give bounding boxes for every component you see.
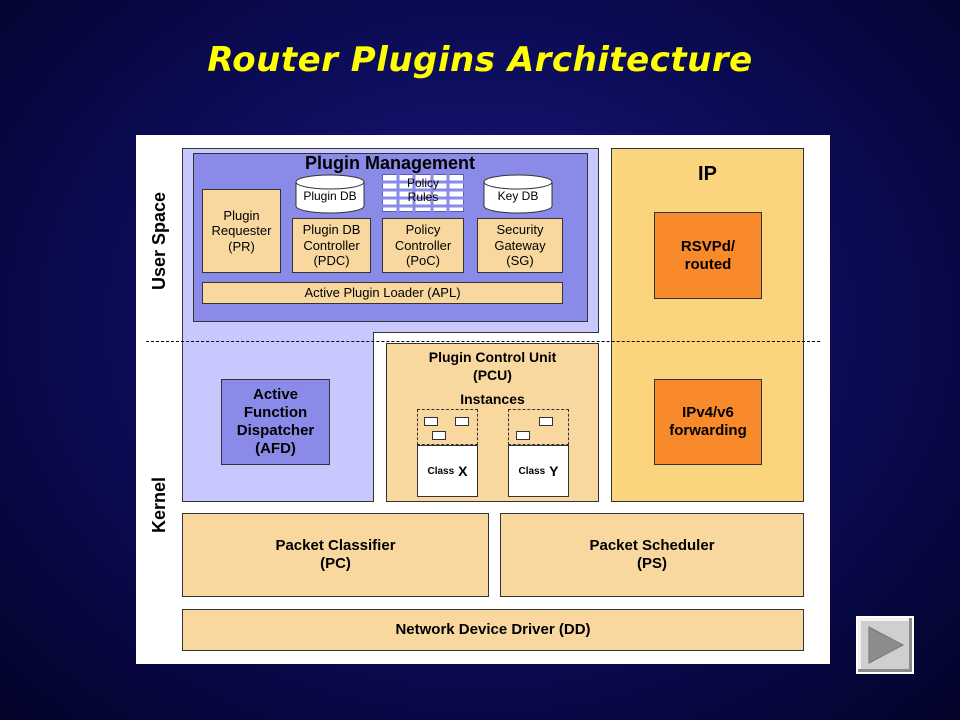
device-driver-label: Network Device Driver (DD) xyxy=(395,621,591,638)
plugin-db-cylinder: Plugin DB xyxy=(295,174,365,214)
packet-scheduler-label: Packet Scheduler (PS) xyxy=(589,537,715,572)
security-gateway-box: Security Gateway (SG) xyxy=(477,218,563,273)
instance-rect xyxy=(432,431,446,440)
slide-title: Router Plugins Architecture xyxy=(207,40,753,80)
class-y-instance-area xyxy=(508,409,569,445)
instance-rect xyxy=(539,417,553,426)
database-icon xyxy=(295,174,365,214)
class-x-letter: X xyxy=(458,463,468,479)
security-gateway-label: Security Gateway (SG) xyxy=(494,222,546,269)
class-y-prefix: Class xyxy=(518,465,546,477)
forwarding-box: IPv4/v6 forwarding xyxy=(654,379,762,465)
table-icon xyxy=(382,174,464,212)
key-db-cylinder: Key DB xyxy=(483,174,553,214)
user-space-label: User Space xyxy=(149,191,169,291)
packet-scheduler-box: Packet Scheduler (PS) xyxy=(500,513,804,597)
class-x-prefix: Class xyxy=(427,465,455,477)
pcu-title: Plugin Control Unit (PCU) xyxy=(428,349,557,384)
plugin-db-controller-label: Plugin DB Controller (PDC) xyxy=(302,222,361,269)
plugin-db-controller-box: Plugin DB Controller (PDC) xyxy=(292,218,371,273)
packet-classifier-box: Packet Classifier (PC) xyxy=(182,513,489,597)
class-y-box: Class Y xyxy=(508,445,569,497)
apl-label: Active Plugin Loader (APL) xyxy=(304,285,461,301)
plugin-management-title: Plugin Management xyxy=(304,153,475,173)
next-slide-button[interactable] xyxy=(856,616,914,674)
afd-label: Active Function Dispatcher (AFD) xyxy=(236,386,315,457)
afd-region-cover xyxy=(183,320,373,350)
rsvpd-label: RSVPd/ routed xyxy=(680,237,736,273)
device-driver-box: Network Device Driver (DD) xyxy=(182,609,804,651)
forwarding-label: IPv4/v6 forwarding xyxy=(669,404,747,439)
instance-rect xyxy=(455,417,469,426)
policy-rules-label: Policy Rules xyxy=(406,176,439,204)
user-kernel-divider xyxy=(146,341,820,342)
packet-classifier-label: Packet Classifier (PC) xyxy=(275,537,396,572)
policy-rules-grid: Policy Rules xyxy=(382,174,464,212)
class-x-instance-area xyxy=(417,409,478,445)
ip-title: IP xyxy=(698,163,717,185)
afd-box: Active Function Dispatcher (AFD) xyxy=(221,379,330,465)
key-db-label: Key DB xyxy=(497,189,539,203)
policy-controller-box: Policy Controller (PoC) xyxy=(382,218,464,273)
rsvpd-box: RSVPd/ routed xyxy=(654,212,762,299)
plugin-requester-label: Plugin Requester (PR) xyxy=(211,207,272,254)
database-icon xyxy=(483,174,553,214)
plugin-requester-box: Plugin Requester (PR) xyxy=(202,189,281,273)
class-y-letter: Y xyxy=(549,463,559,479)
plugin-db-label: Plugin DB xyxy=(303,189,357,203)
instance-rect xyxy=(424,417,438,426)
pcu-instances-label: Instances xyxy=(460,391,525,407)
class-x-box: Class X xyxy=(417,445,478,497)
play-icon xyxy=(868,626,905,664)
apl-box: Active Plugin Loader (APL) xyxy=(202,282,563,304)
instance-rect xyxy=(516,431,530,440)
kernel-label: Kernel xyxy=(149,476,169,534)
policy-controller-label: Policy Controller (PoC) xyxy=(394,222,452,269)
